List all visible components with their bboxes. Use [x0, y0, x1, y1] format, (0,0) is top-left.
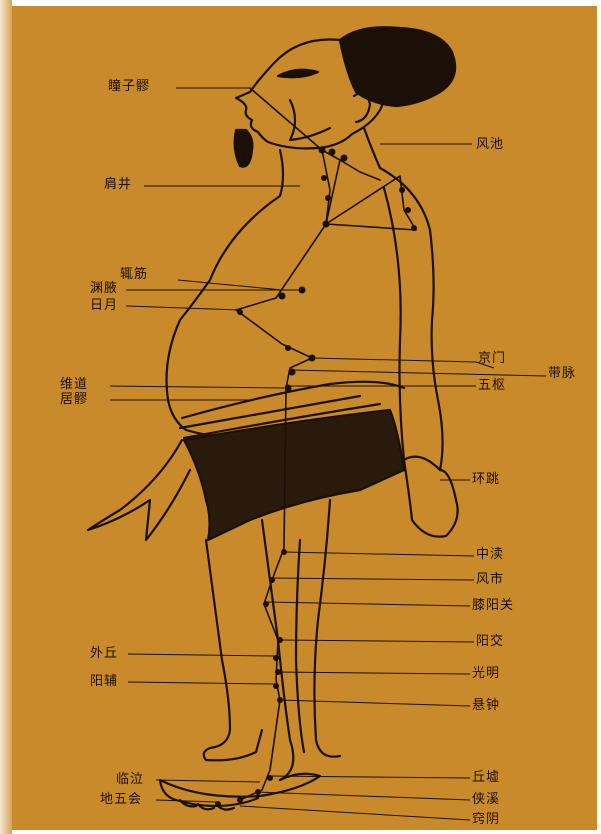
label-waiqiu: 外丘 [90, 647, 118, 661]
eye [278, 70, 318, 78]
label-riyue: 日月 [90, 299, 118, 313]
label-zulinqi: 临泣 [116, 773, 144, 787]
label-guangming: 光明 [472, 667, 500, 681]
label-juliao: 居髎 [60, 393, 88, 407]
label-xuanzhong: 悬钟 [472, 699, 500, 713]
label-yangfu: 阳辅 [90, 675, 118, 689]
label-qiuxu: 丘墟 [472, 771, 500, 785]
label-fengchi: 风池 [476, 138, 504, 152]
front-leg [204, 540, 262, 760]
neck [280, 150, 283, 196]
label-jianjing: 肩井 [104, 178, 132, 192]
label-huantiao: 环跳 [472, 473, 500, 487]
label-yangjiao: 阳交 [476, 635, 504, 649]
label-wushu: 五枢 [478, 379, 506, 393]
loincloth [184, 410, 404, 540]
ear [354, 93, 370, 122]
label-zhongdu: 中渎 [476, 548, 504, 562]
label-zhejin: 辄筋 [120, 268, 148, 282]
arm [384, 188, 458, 537]
label-tongziliao: 瞳子髎 [108, 80, 150, 94]
label-yuanye: 渊腋 [90, 282, 118, 296]
label-daimai: 带脉 [548, 367, 576, 381]
label-xiyangguan: 膝阳关 [472, 599, 514, 613]
back-leg [314, 500, 340, 757]
label-fengshi: 风市 [476, 573, 504, 587]
sash-tails [88, 440, 190, 540]
label-jingmen: 京门 [478, 352, 506, 366]
label-zuqiaoyin: 窍阴 [472, 813, 500, 827]
label-weidao: 维道 [60, 378, 88, 392]
label-diwuhui: 地五会 [100, 793, 142, 807]
beard [235, 130, 253, 167]
front-torso-outline [167, 196, 281, 430]
label-xiaxi: 侠溪 [472, 793, 500, 807]
